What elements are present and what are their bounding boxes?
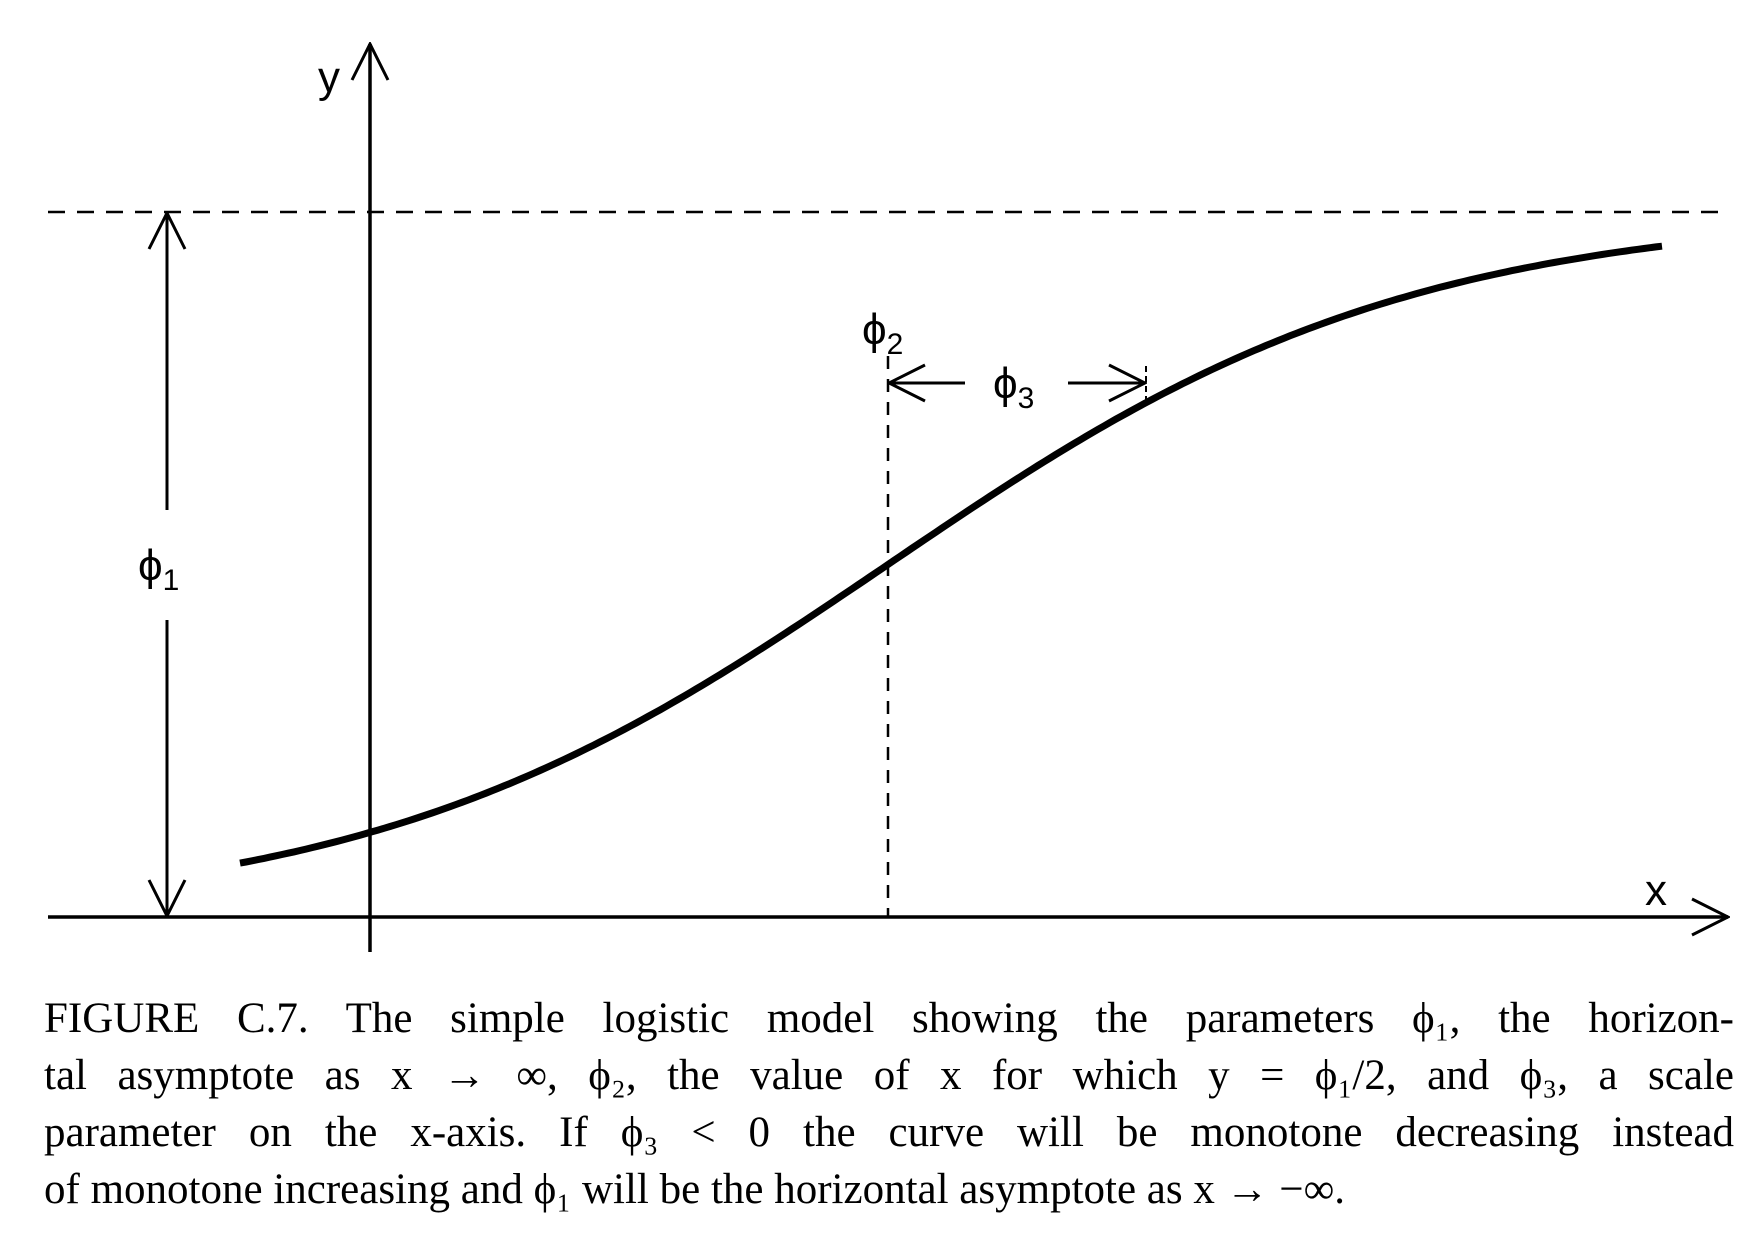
- phi3-label: ϕ3: [993, 359, 1034, 415]
- y-axis-label: y: [318, 53, 340, 102]
- caption-line: of monotone increasing and ϕ₁ will be th…: [44, 1166, 1346, 1213]
- x-axis-label: x: [1645, 866, 1667, 915]
- figure-caption: FIGURE C.7. The simple logistic model sh…: [44, 990, 1734, 1218]
- logistic-diagram: y x ϕ1 ϕ2 ϕ3: [48, 0, 1760, 952]
- phi2-label: ϕ2: [862, 305, 903, 361]
- caption-line: parameter on the x-axis. If ϕ₃ < 0 the c…: [44, 1109, 1734, 1156]
- phi1-label: ϕ1: [138, 541, 179, 597]
- logistic-curve: [239, 242, 1663, 867]
- caption-line: FIGURE C.7. The simple logistic model sh…: [44, 995, 1734, 1042]
- caption-line: tal asymptote as x → ∞, ϕ₂, the value of…: [44, 1052, 1734, 1099]
